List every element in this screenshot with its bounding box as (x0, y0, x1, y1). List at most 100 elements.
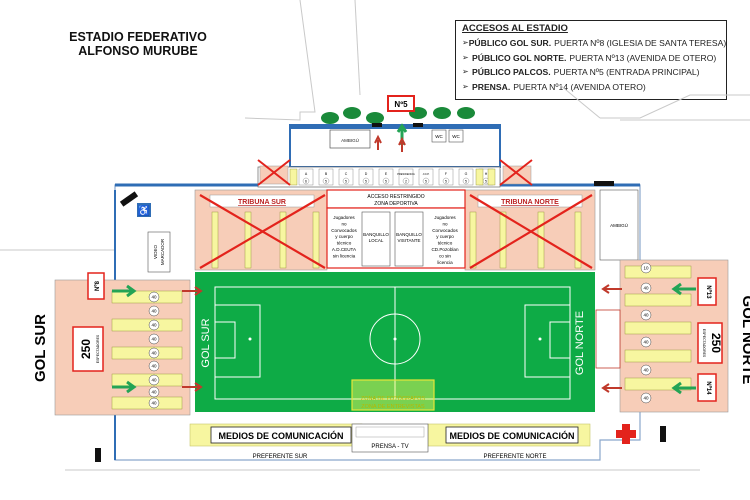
palco-seat-marker (442, 177, 450, 185)
seat-count-marker (640, 392, 652, 404)
gate-13-box (697, 277, 717, 306)
palco-seat-marker (322, 177, 330, 185)
legend-item: ➢PRENSA.PUERTA Nº14 (AVENIDA OTERO) (462, 80, 720, 95)
photographers-zone (351, 379, 435, 411)
seat-count: 40 (151, 337, 157, 342)
palco-box (358, 168, 374, 186)
access-legend: ACCESOS AL ESTADIO ➢PÚBLICO GOL SUR.PUER… (455, 20, 727, 100)
door-mark (594, 181, 614, 186)
restricted-line2: ZONA DEPORTIVA (374, 201, 418, 207)
red-arrow-icon (374, 134, 382, 150)
seat-count-marker (640, 262, 652, 274)
gate-8-label: Nº8 (95, 280, 101, 291)
arrow-right-icon: ➢ (462, 52, 469, 62)
preferente-norte-label: PREFERENTE NORTE (484, 454, 547, 460)
gate-5-label: Nº5 (394, 100, 408, 109)
palco-seat-marker (382, 177, 390, 185)
seat-count: 40 (643, 340, 649, 345)
seat-count: 40 (151, 295, 157, 300)
closed-zone (259, 165, 289, 185)
gate-5-box (387, 95, 415, 112)
ambigu-room (329, 129, 371, 149)
palco-stairs (289, 168, 496, 186)
palco-box (458, 168, 474, 186)
arrow-right-icon: ➢ (462, 67, 469, 76)
seating-row (111, 373, 183, 387)
seat-count-marker (148, 386, 160, 398)
palco-label: PRESIDENCIA (397, 172, 415, 176)
closed-cross-icon (469, 194, 593, 269)
seat-count: 10 (643, 266, 649, 271)
seat-count: 40 (151, 351, 157, 356)
seat-count-marker (148, 397, 160, 409)
prensa-tv-label: PRENSA - TV (371, 444, 408, 450)
arrow-right-icon: ➢ (462, 38, 469, 47)
tribuna-sur-label: TRIBUNA SUR (238, 199, 286, 206)
seating-row (624, 321, 692, 335)
jugadores-line: y cuerpo (436, 234, 454, 239)
palco-box (298, 168, 314, 186)
gate-13-label: Nº13 (705, 285, 711, 299)
jugadores-line: Jugadores (434, 215, 456, 220)
jugadores-line: no (442, 221, 448, 226)
palco-number: 5 (465, 179, 467, 183)
tribuna-norte-label: TRIBUNA NORTE (501, 199, 559, 206)
red-arrow-icon (601, 383, 622, 393)
seat-count: 40 (151, 364, 157, 369)
palco-seat-marker (462, 177, 470, 185)
closed-cross-icon (499, 159, 533, 186)
jugadores-line: CD.Pozoblan (431, 247, 459, 252)
seating-row (624, 293, 692, 307)
bench-local (361, 211, 391, 267)
red-arrow-icon (398, 136, 406, 152)
seat-count: 40 (643, 313, 649, 318)
stairs (469, 211, 582, 269)
bench-local-line1: BANQUILLO (363, 232, 389, 237)
ambigu-top-label: AMBIGÚ (341, 137, 359, 143)
penalty-spot (538, 337, 542, 341)
seat-count: 40 (151, 390, 157, 395)
closed-cross-icon (257, 159, 291, 186)
jugadores-line: Convocados (331, 228, 357, 233)
seating-row (111, 318, 183, 332)
seat-count-marker (148, 347, 160, 359)
seat-count: 40 (643, 396, 649, 401)
palco-label: A (305, 172, 308, 176)
capacity-norte-unit: ESPECTADORES (702, 329, 706, 358)
palco-seat-marker (302, 177, 310, 185)
capacity-sur-box (72, 326, 104, 372)
preferente-sur-label: PREFERENTE SUR (253, 454, 308, 460)
seat-count-marker (640, 282, 652, 294)
wc-room (448, 129, 464, 143)
seating-row (111, 396, 183, 410)
palco-label: B (325, 172, 328, 176)
gol-norte-label: GOL NORTE (739, 296, 750, 385)
gate-14-label: Nº14 (705, 381, 711, 395)
first-aid-icon (616, 424, 636, 444)
palco-box (418, 168, 434, 186)
seat-count-marker (148, 291, 160, 303)
jugadores-line: sin licencia (333, 253, 356, 258)
bench-local-line2: LOCAL (369, 238, 384, 243)
video-line2: MARCADOR (160, 238, 165, 265)
seat-count-marker (148, 360, 160, 372)
capacity-sur: 250 (79, 339, 93, 359)
palco-label: E (385, 172, 388, 176)
seating-row (624, 349, 692, 363)
seat-count-marker (148, 374, 160, 386)
jugadores-line: y cuerpo (335, 234, 353, 239)
palco-box (338, 168, 354, 186)
field-gol-sur-label: GOL SUR (200, 318, 212, 367)
palco-number: 5 (365, 179, 367, 183)
green-arrow-icon (112, 284, 137, 298)
red-arrow-icon (182, 286, 203, 296)
palco-box (378, 168, 394, 186)
seat-count: 40 (151, 309, 157, 314)
wc-label: WC (452, 134, 460, 139)
gol-norte-access (595, 309, 621, 369)
restricted-line1: ACCESO RESTRINGIDO (367, 194, 424, 200)
capacity-norte-box (697, 322, 723, 364)
